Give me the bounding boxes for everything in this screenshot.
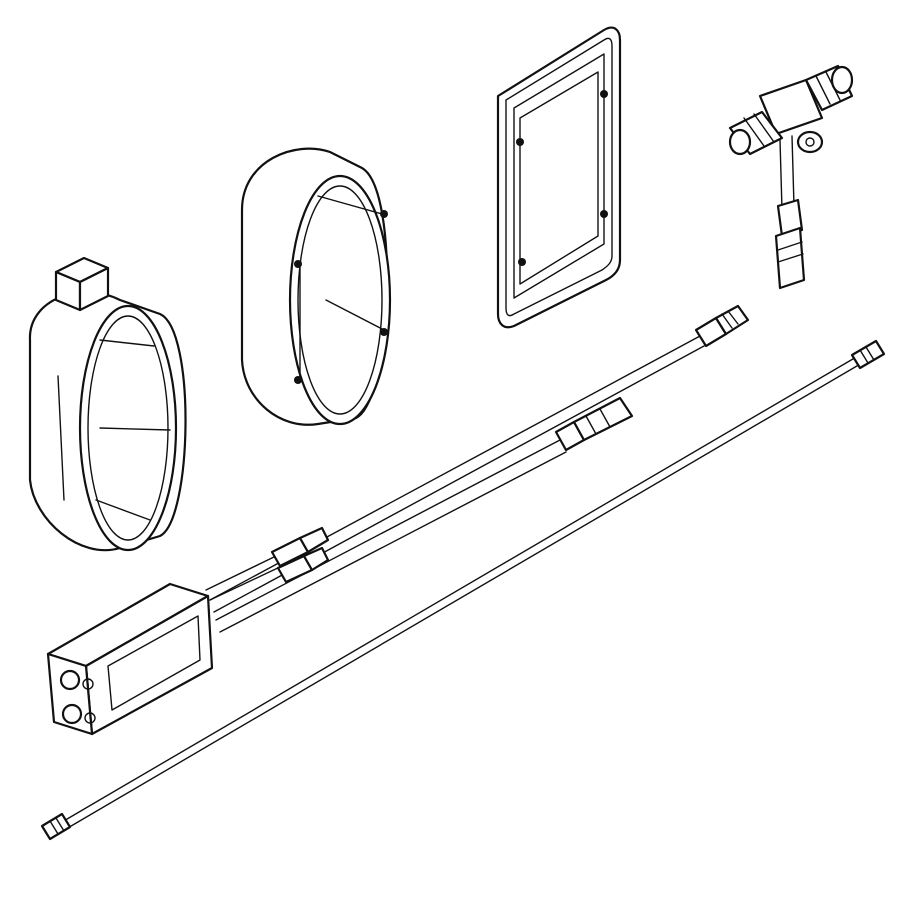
rectangular-cover-plate — [496, 26, 622, 329]
t-connector — [728, 64, 854, 290]
tall-oval-housing — [28, 256, 187, 552]
long-extension-cable — [40, 339, 886, 841]
sleeve-screw-left-top — [294, 260, 302, 268]
cable-end-connector-right — [850, 339, 886, 370]
sleeve-screw-top — [380, 210, 388, 218]
cable-end-connector-left — [40, 812, 72, 841]
lead-connector-short-b — [276, 546, 330, 584]
lead-connector-short-a — [270, 526, 330, 568]
control-module-with-leads — [46, 304, 750, 736]
housing-top-port — [54, 256, 110, 312]
plate-screw-tl — [516, 138, 524, 146]
short-oval-sleeve — [240, 147, 392, 426]
lead-connector-middle — [554, 396, 634, 452]
plate-screw-br — [600, 210, 608, 218]
plate-screw-bl — [518, 258, 526, 266]
control-module-body — [46, 582, 214, 736]
sleeve-screw-left-bottom — [294, 376, 302, 384]
plate-screw-tr — [600, 90, 608, 98]
lead-connector-upper — [694, 304, 750, 348]
sleeve-screw-bottom — [380, 328, 388, 336]
